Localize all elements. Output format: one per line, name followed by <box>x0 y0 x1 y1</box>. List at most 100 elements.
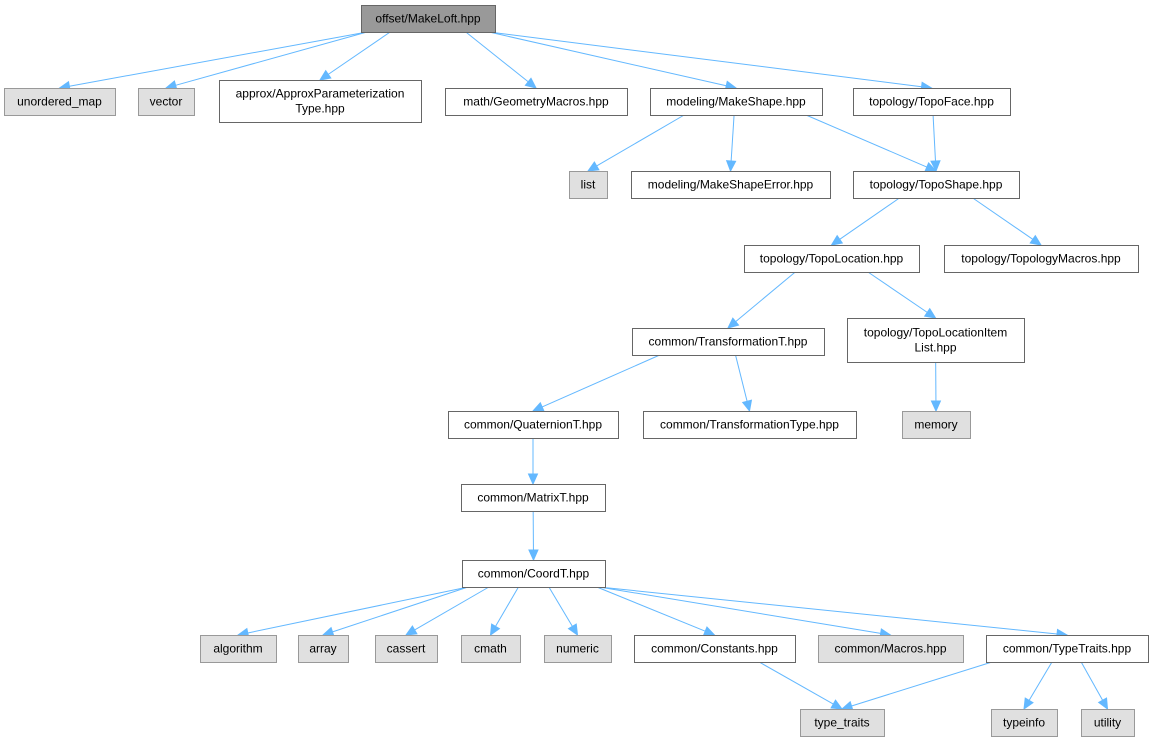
node-typeinfo[interactable]: typeinfo <box>991 709 1058 737</box>
node-topolocation[interactable]: topology/TopoLocation.hpp <box>744 245 920 273</box>
node-type_traits[interactable]: type_traits <box>800 709 885 737</box>
edge-coordt-to-typetraits <box>598 586 1069 640</box>
node-array[interactable]: array <box>298 635 349 663</box>
arrowhead-icon <box>725 160 737 173</box>
node-memory[interactable]: memory <box>902 411 971 439</box>
node-label: approx/ApproxParameterization <box>236 87 405 101</box>
edge-makeshape-to-list <box>586 114 685 172</box>
node-makeshape[interactable]: modeling/MakeShape.hpp <box>650 88 823 116</box>
edge-root-to-approx <box>318 31 391 81</box>
arrowhead-icon <box>727 317 740 329</box>
arrowhead-icon <box>1097 697 1109 711</box>
node-box <box>200 635 277 663</box>
edge-coordt-to-numeric <box>548 586 579 637</box>
node-box <box>818 635 964 663</box>
node-label: topology/TopologyMacros.hpp <box>961 252 1121 266</box>
node-box <box>986 635 1149 663</box>
node-box <box>4 88 116 116</box>
node-makeshapeerror[interactable]: modeling/MakeShapeError.hpp <box>631 171 831 199</box>
edge-coordt-to-array <box>321 586 469 637</box>
node-transformationtype[interactable]: common/TransformationType.hpp <box>643 411 857 439</box>
node-label: topology/TopoShape.hpp <box>870 178 1003 192</box>
node-label: common/TypeTraits.hpp <box>1003 642 1132 656</box>
edge-transformationt-to-quaterniont <box>531 354 660 412</box>
edges-layer <box>58 31 1109 711</box>
edge-transformationt-to-transformationtype <box>735 354 753 413</box>
arrowhead-icon <box>741 399 753 413</box>
edge-typetraits-to-utility <box>1080 661 1109 711</box>
node-box <box>461 635 521 663</box>
node-unordered_map[interactable]: unordered_map <box>4 88 116 116</box>
node-label: common/TransformationType.hpp <box>660 418 839 432</box>
node-label: utility <box>1094 716 1121 730</box>
edge-makeshape-to-makeshapeerror <box>725 114 737 173</box>
node-label: topology/TopoLocationItem <box>864 326 1007 340</box>
node-label: typeinfo <box>1003 716 1045 730</box>
node-box <box>544 635 612 663</box>
node-box <box>853 171 1020 199</box>
edge-quaterniont-to-matrixt <box>527 438 539 486</box>
node-transformationt[interactable]: common/TransformationT.hpp <box>632 328 825 356</box>
node-box <box>445 88 628 116</box>
node-matrixt[interactable]: common/MatrixT.hpp <box>461 484 606 512</box>
nodes-layer: offset/MakeLoft.hpp unordered_map vector ap… <box>4 5 1149 737</box>
edge-coordt-to-cassert <box>404 586 490 636</box>
node-coordt[interactable]: common/CoordT.hpp <box>462 560 606 588</box>
edge-root-to-geommacros <box>465 31 537 89</box>
node-box <box>650 88 823 116</box>
edge-coordt-to-cmath <box>489 586 519 637</box>
node-label: list <box>581 178 596 192</box>
node-list[interactable]: list <box>569 171 608 199</box>
edge-matrixt-to-coordt <box>528 510 539 562</box>
edge-typetraits-to-typeinfo <box>1023 661 1053 711</box>
node-box <box>634 635 796 663</box>
node-box <box>991 709 1058 737</box>
node-geommacros[interactable]: math/GeometryMacros.hpp <box>445 88 628 116</box>
edge-topolocation-to-itemlist <box>867 271 937 319</box>
edge-root-to-makeshape <box>488 31 738 91</box>
node-topologymacros[interactable]: topology/TopologyMacros.hpp <box>944 245 1139 273</box>
node-box <box>361 5 496 33</box>
edge-coordt-to-algorithm <box>236 586 469 639</box>
node-typetraits[interactable]: common/TypeTraits.hpp <box>986 635 1149 663</box>
node-macros[interactable]: common/Macros.hpp <box>818 635 964 663</box>
node-toposhape[interactable]: topology/TopoShape.hpp <box>853 171 1020 199</box>
arrowhead-icon <box>830 699 844 710</box>
node-label: memory <box>914 418 957 432</box>
node-root[interactable]: offset/MakeLoft.hpp <box>361 5 496 33</box>
node-box <box>632 328 825 356</box>
node-utility[interactable]: utility <box>1081 709 1135 737</box>
node-label: modeling/MakeShapeError.hpp <box>648 178 814 192</box>
node-label: common/QuaternionT.hpp <box>464 418 602 432</box>
node-vector[interactable]: vector <box>138 88 195 116</box>
node-label: vector <box>150 95 183 109</box>
node-label: math/GeometryMacros.hpp <box>463 95 609 109</box>
arrowhead-icon <box>1023 697 1034 711</box>
node-box <box>461 484 606 512</box>
node-quaterniont[interactable]: common/QuaternionT.hpp <box>448 411 619 439</box>
node-box <box>219 80 422 123</box>
node-box <box>847 318 1025 363</box>
node-algorithm[interactable]: algorithm <box>200 635 277 663</box>
node-cmath[interactable]: cmath <box>461 635 521 663</box>
arrowhead-icon <box>528 549 539 562</box>
node-box <box>138 88 195 116</box>
node-label: offset/MakeLoft.hpp <box>375 12 481 26</box>
node-box <box>298 635 349 663</box>
node-box <box>643 411 857 439</box>
arrowhead-icon <box>567 623 579 637</box>
arrowhead-icon <box>830 234 844 246</box>
edge-toposhape-to-topologymacros <box>972 197 1043 246</box>
node-numeric[interactable]: numeric <box>544 635 612 663</box>
node-topoface[interactable]: topology/TopoFace.hpp <box>853 88 1011 116</box>
arrowhead-icon <box>524 77 537 89</box>
node-box <box>569 171 608 199</box>
arrowhead-icon <box>531 401 545 412</box>
arrowhead-icon <box>702 626 716 636</box>
arrowhead-icon <box>404 625 418 636</box>
edge-topoface-to-toposhape <box>930 114 941 173</box>
node-constants[interactable]: common/Constants.hpp <box>634 635 796 663</box>
node-cassert[interactable]: cassert <box>375 635 438 663</box>
